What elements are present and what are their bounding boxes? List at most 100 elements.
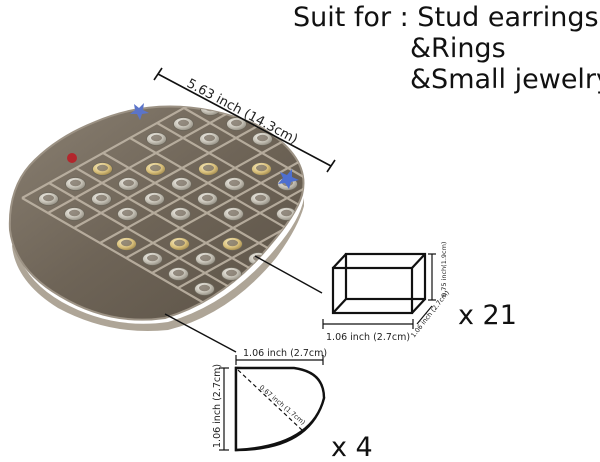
ring-item (383, 208, 403, 221)
ring-item (330, 208, 350, 221)
box-compartment-diagram: 1.06 inch (2.7cm) 1.06 inch (2.7cm) 0.75… (322, 242, 517, 343)
ring-item (306, 133, 326, 146)
corner-width-label: 1.06 inch (2.7cm) (243, 348, 327, 359)
ring-hole (284, 119, 295, 127)
ring-hole (203, 164, 214, 172)
ring-hole (69, 209, 80, 217)
jewelry-tray (8, 88, 483, 332)
ring-item (300, 282, 304, 296)
ring-hole (415, 165, 426, 171)
ring-hole (151, 134, 162, 142)
ring-item (246, 312, 267, 320)
box-quantity-label: x 21 (458, 300, 517, 331)
ring-hole (387, 210, 398, 216)
ring-hole (200, 254, 211, 262)
ring-hole (281, 209, 292, 217)
tray-divider (125, 122, 304, 259)
ring-hole (202, 194, 213, 202)
ring-hole (199, 284, 210, 292)
ring-hole (285, 90, 296, 96)
ring-item (331, 178, 351, 191)
ring-hole (121, 239, 132, 247)
ring-item (384, 178, 404, 191)
suit-line-stud-earrings: Suit for : Stud earrings (293, 2, 599, 33)
ring-item (359, 133, 379, 146)
ring-hole (178, 119, 189, 127)
ring-hole (306, 255, 317, 261)
ring-hole (440, 210, 451, 216)
ring-hole (149, 194, 160, 202)
ring-item (281, 88, 301, 101)
ring-hole (256, 164, 267, 172)
ring-item (307, 103, 327, 116)
tray-divider (47, 106, 292, 214)
blue-bow-icon (130, 103, 149, 120)
ring-item (357, 193, 377, 206)
corner-compartment-diagram: 0.67 inch (1.7cm) 1.06 inch (2.7cm) 1.06… (212, 348, 373, 462)
ring-item (436, 208, 456, 221)
ring-hole (122, 209, 133, 217)
ring-hole (227, 239, 238, 247)
suitability-heading: Suit for : Stud earrings &Rings &Small j… (293, 2, 600, 95)
ring-hole (388, 180, 399, 186)
ring-hole (174, 239, 185, 247)
ring-hole (43, 194, 54, 202)
leader-line-box (254, 255, 323, 294)
ring-hole (97, 164, 108, 172)
corner-quantity-label: x 4 (331, 432, 373, 462)
ring-hole (333, 240, 344, 246)
ring-hole (334, 210, 345, 216)
blue-bow-icon-right (278, 169, 299, 189)
ring-hole (337, 120, 348, 126)
ring-item (437, 178, 457, 191)
ring-hole (386, 240, 397, 246)
ring-hole (311, 105, 322, 111)
ring-hole (308, 195, 319, 201)
ring-item (411, 163, 431, 176)
ring-hole (204, 134, 215, 142)
ring-hole (228, 209, 239, 217)
tray-divider (156, 122, 304, 259)
suit-line-rings: &Rings (410, 33, 506, 64)
ring-hole (467, 195, 478, 201)
ring-item (329, 238, 349, 251)
ring-item (301, 252, 304, 266)
ring-hole (359, 255, 370, 261)
ring-hole (441, 180, 452, 186)
ring-item (358, 163, 378, 176)
ring-hole (229, 179, 240, 187)
ring-item (303, 192, 304, 206)
ring-hole (147, 254, 158, 262)
ring-hole (363, 135, 374, 141)
ring-hole (255, 194, 266, 202)
ring-hole (414, 195, 425, 201)
ring-hole (226, 269, 237, 277)
corner-height-label: 1.06 inch (2.7cm) (212, 364, 223, 448)
ring-hole (70, 179, 81, 187)
red-earring-icon (67, 153, 77, 163)
ring-hole (175, 209, 186, 217)
ring-hole (310, 135, 321, 141)
ring-hole (251, 314, 262, 320)
ring-hole (362, 165, 373, 171)
ring-hole (96, 194, 107, 202)
ring-item (305, 163, 325, 176)
ring-hole (361, 195, 372, 201)
ring-hole (123, 179, 134, 187)
ring-item (382, 238, 402, 251)
ring-hole (309, 165, 320, 171)
tray-divider (151, 137, 304, 274)
ring-item (463, 193, 483, 206)
ring-item (410, 193, 430, 206)
ring-hole (335, 180, 346, 186)
tray-divider (129, 137, 304, 274)
ring-item (274, 267, 295, 281)
ring-hole (257, 134, 268, 142)
ring-hole (258, 106, 269, 112)
ring-hole (150, 164, 161, 172)
ring-item (333, 118, 353, 131)
tray-divider (21, 106, 266, 199)
leader-line-corner (164, 313, 237, 353)
box-height-label: 0.75 inch(1.9cm) (440, 242, 448, 297)
